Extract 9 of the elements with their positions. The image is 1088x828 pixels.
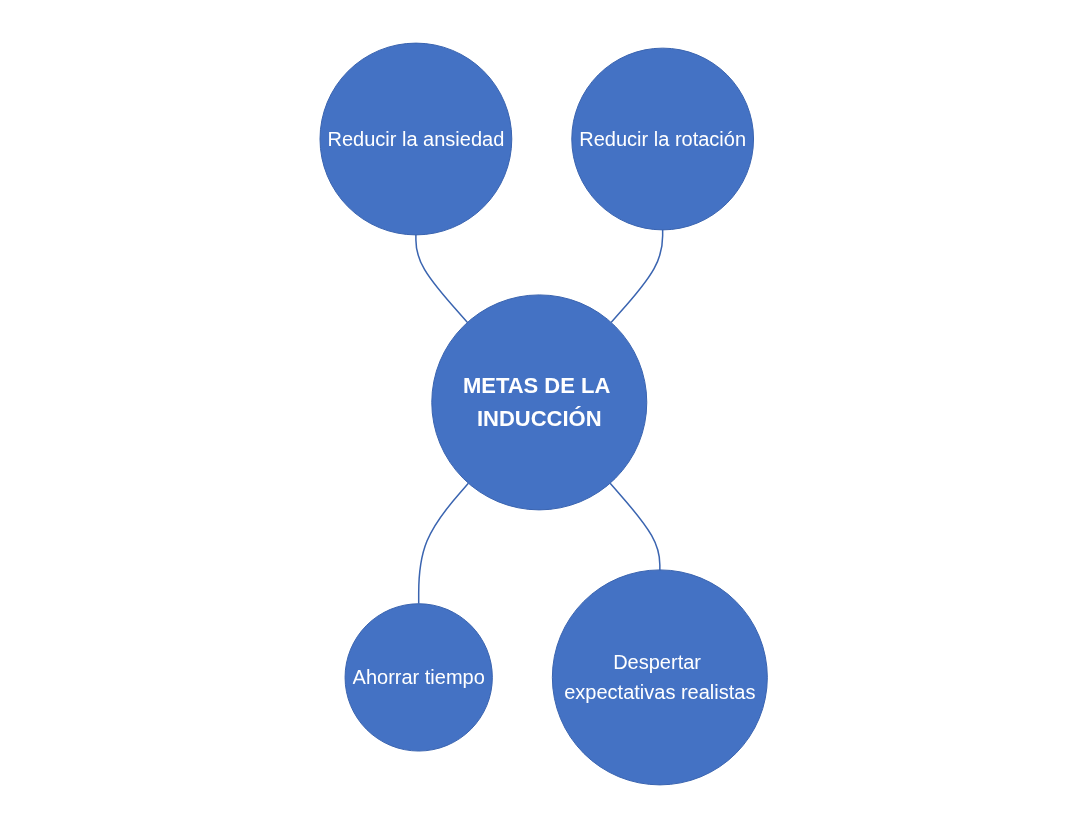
node-circle: Despertar expectativas realistas (552, 569, 769, 786)
node-circle: Ahorrar tiempo (344, 603, 494, 752)
node-circle: Reducir la rotación (571, 47, 755, 231)
node-circle: Reducir la ansiedad (319, 42, 513, 236)
connector (610, 229, 664, 324)
connector (609, 482, 661, 571)
connector (418, 482, 470, 605)
connector (415, 234, 469, 324)
node-circle: METAS DE LA INDUCCIÓN (431, 294, 648, 511)
